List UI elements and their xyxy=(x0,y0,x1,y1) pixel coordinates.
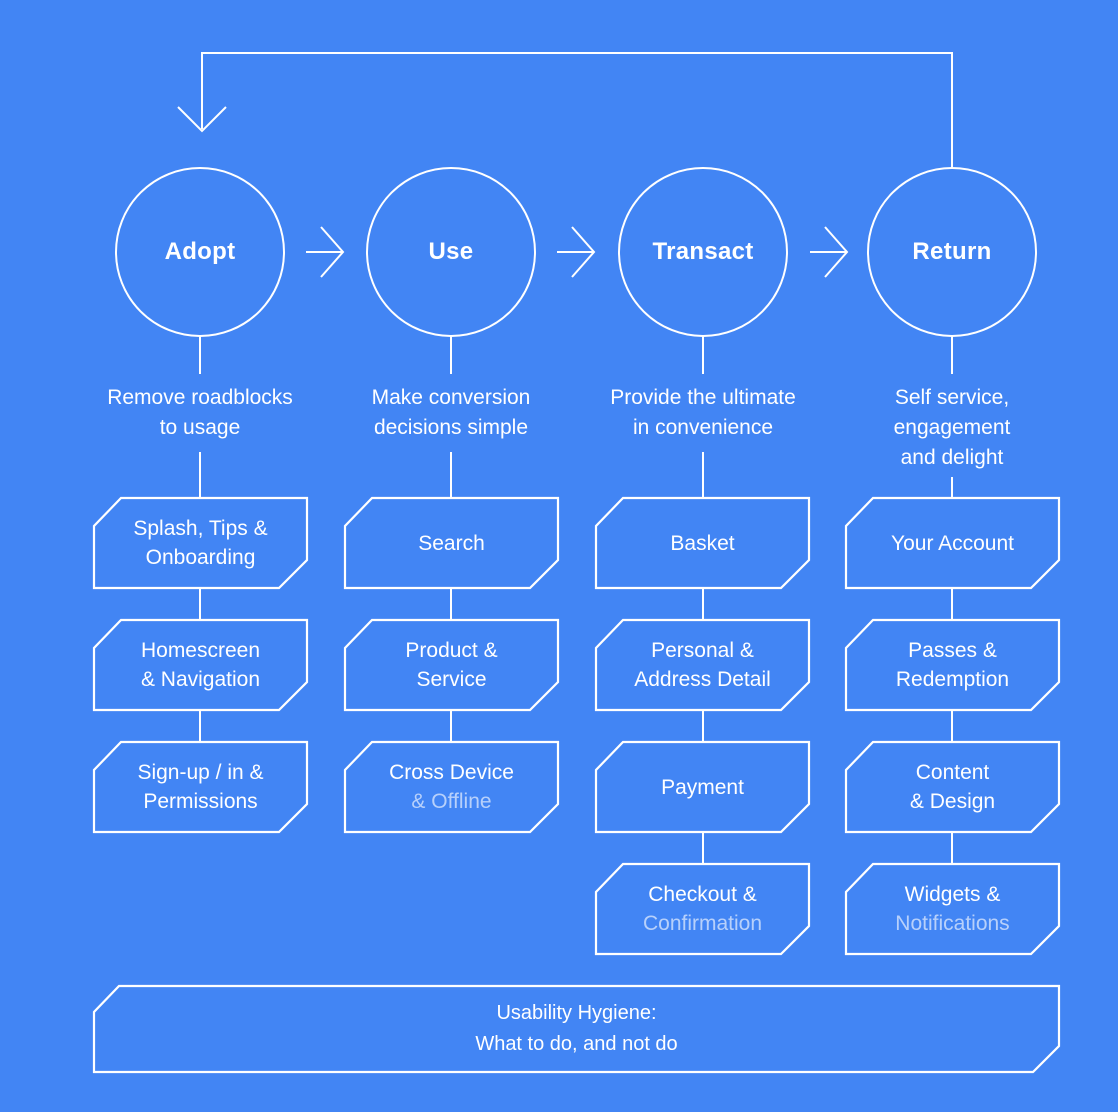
node-line: Payment xyxy=(661,775,744,799)
description-line: Make conversion xyxy=(371,386,531,409)
arrow-right-icon xyxy=(810,226,849,278)
node-line: Homescreen xyxy=(140,639,261,662)
node-signup-permissions: Sign-up / in & Permissions xyxy=(92,740,309,834)
node-line: Sign-up / in & xyxy=(137,761,264,784)
node-line: Cross Device xyxy=(389,761,514,784)
node-outline xyxy=(92,984,1061,1074)
node-line: & Design xyxy=(909,790,996,813)
description-line: Provide the ultimate xyxy=(610,386,796,409)
node-line: Widgets & xyxy=(904,883,1001,906)
node-splash-tips-onboarding: Splash, Tips & Onboarding xyxy=(92,496,309,590)
node-outline xyxy=(343,618,560,712)
node-line: Permissions xyxy=(143,790,258,813)
footer-line: Usability Hygiene: xyxy=(496,1002,657,1024)
node-content-design: Content & Design xyxy=(844,740,1061,834)
node-checkout-confirmation: Checkout & Confirmation xyxy=(594,862,811,956)
flow-arrows xyxy=(306,226,849,278)
stage-description-return: Self service, engagement and delight xyxy=(822,383,1082,473)
stage-label-return: Return xyxy=(912,238,992,265)
arrow-right-icon xyxy=(306,226,345,278)
node-line: Onboarding xyxy=(145,546,256,569)
stage-description-transact: Provide the ultimate in convenience xyxy=(573,383,833,443)
description-line: Remove roadblocks xyxy=(107,386,293,409)
node-basket: Basket xyxy=(594,496,811,590)
node-line: & Offline xyxy=(411,790,492,813)
description-line: and delight xyxy=(900,446,1004,469)
node-outline xyxy=(844,740,1061,834)
node-search: Search xyxy=(343,496,560,590)
node-your-account: Your Account xyxy=(844,496,1061,590)
arrow-down-icon xyxy=(177,106,227,133)
node-outline xyxy=(844,618,1061,712)
loop-arrow-line xyxy=(201,52,953,168)
node-line: Checkout & xyxy=(648,883,757,906)
arrow-right-icon xyxy=(557,226,596,278)
stage-description-use: Make conversion decisions simple xyxy=(321,383,581,443)
description-line: decisions simple xyxy=(373,416,529,439)
node-cross-device-offline: Cross Device & Offline xyxy=(343,740,560,834)
node-outline xyxy=(343,740,560,834)
node-line: Confirmation xyxy=(642,912,763,935)
node-personal-address-detail: Personal & Address Detail xyxy=(594,618,811,712)
loop-arrow xyxy=(177,52,953,168)
node-product-service: Product & Service xyxy=(343,618,560,712)
node-outline xyxy=(594,740,811,834)
node-line: Redemption xyxy=(895,668,1010,691)
node-outline xyxy=(594,496,811,590)
node-homescreen-navigation: Homescreen & Navigation xyxy=(92,618,309,712)
node-outline xyxy=(92,740,309,834)
description-line: engagement xyxy=(893,416,1011,439)
node-line: & Navigation xyxy=(140,668,261,691)
node-outline xyxy=(92,618,309,712)
node-usability-hygiene: Usability Hygiene: What to do, and not d… xyxy=(92,984,1061,1074)
node-outline xyxy=(594,618,811,712)
node-line: Your Account xyxy=(891,531,1014,555)
node-line: Content xyxy=(915,761,990,784)
node-line: Product & xyxy=(405,639,498,662)
node-line: Address Detail xyxy=(634,668,771,691)
node-widgets-notifications: Widgets & Notifications xyxy=(844,862,1061,956)
node-outline xyxy=(844,862,1061,956)
node-passes-redemption: Passes & Redemption xyxy=(844,618,1061,712)
node-line: Passes & xyxy=(908,639,997,662)
node-line: Personal & xyxy=(651,639,754,662)
description-line: in convenience xyxy=(632,416,774,439)
stage-label-use: Use xyxy=(428,238,474,265)
connector-stems xyxy=(199,336,953,863)
node-line: Notifications xyxy=(895,912,1010,935)
node-line: Splash, Tips & xyxy=(133,517,268,540)
node-outline xyxy=(343,496,560,590)
node-outline xyxy=(92,496,309,590)
node-outline xyxy=(594,862,811,956)
node-line: Basket xyxy=(670,531,735,555)
stage-label-transact: Transact xyxy=(652,238,754,265)
description-line: Self service, xyxy=(894,386,1010,409)
description-line: to usage xyxy=(159,416,241,439)
stage-label-adopt: Adopt xyxy=(164,238,236,265)
stage-description-adopt: Remove roadblocks to usage xyxy=(70,383,330,443)
node-payment: Payment xyxy=(594,740,811,834)
footer-line: What to do, and not do xyxy=(475,1033,678,1055)
node-line: Service xyxy=(416,668,487,691)
node-outline xyxy=(844,496,1061,590)
node-line: Search xyxy=(418,531,485,555)
